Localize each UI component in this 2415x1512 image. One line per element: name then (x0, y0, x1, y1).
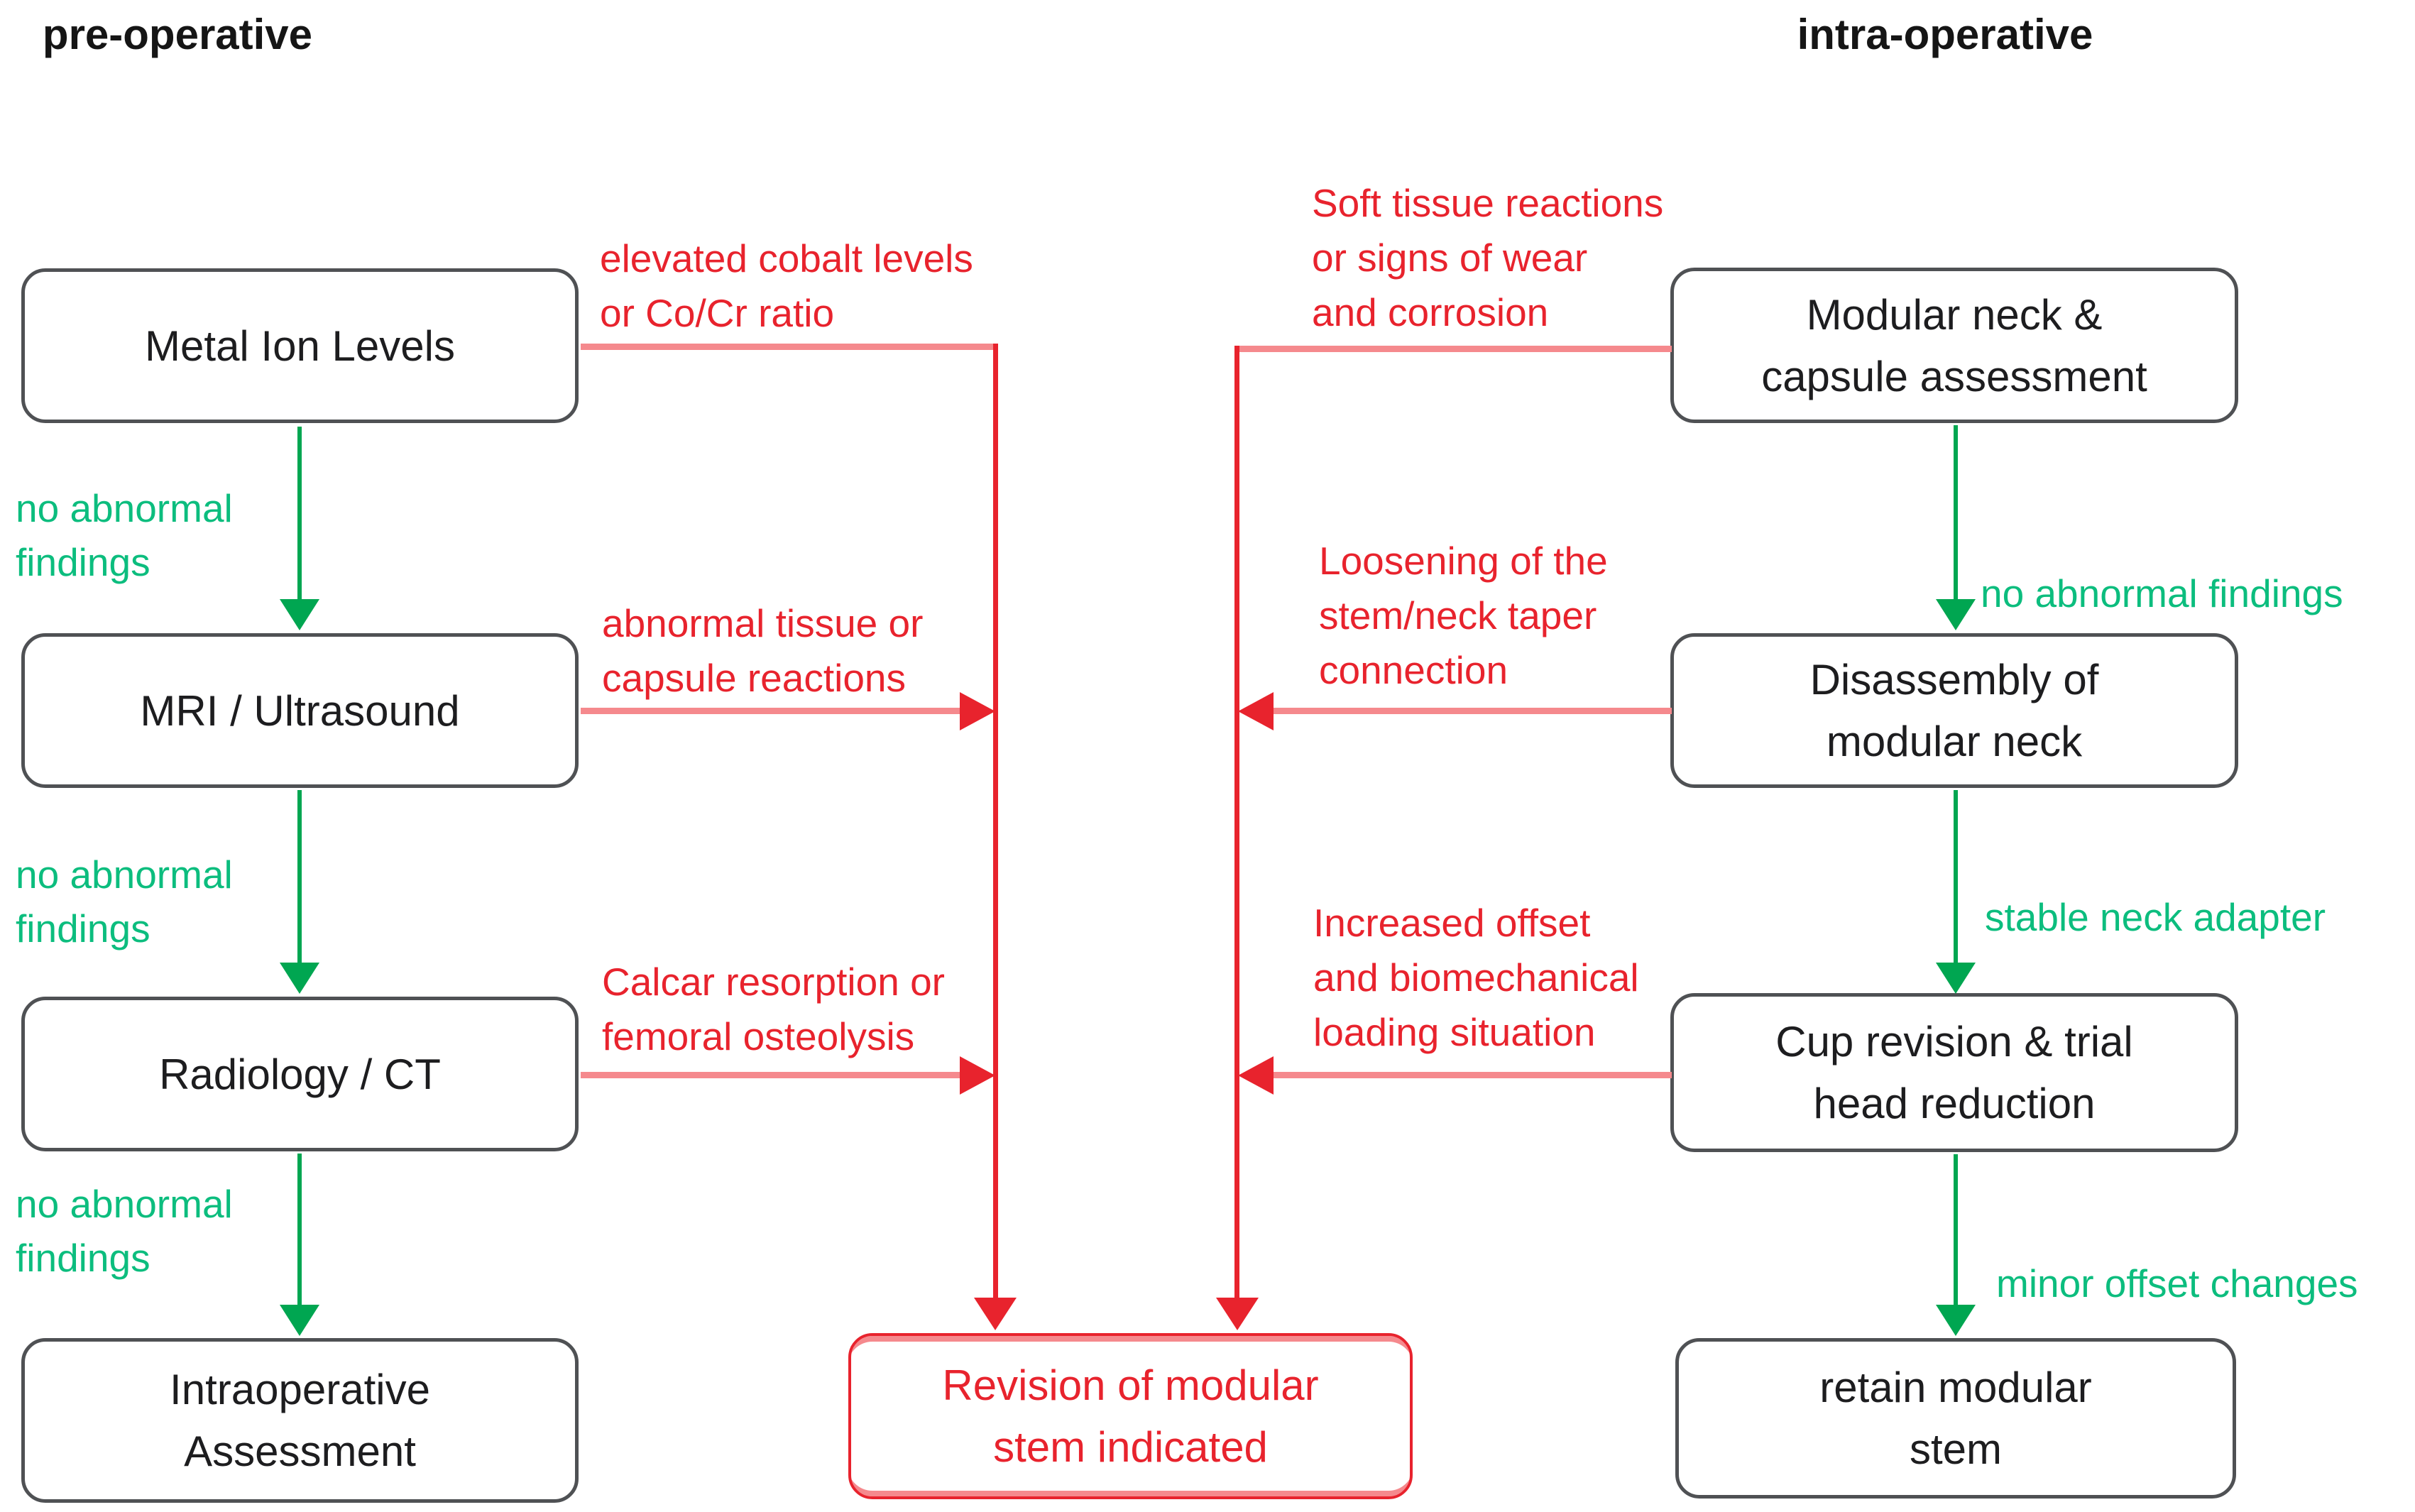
label-line: abnormal tissue or (602, 601, 924, 645)
intra-operative-title: intra-operative (1797, 11, 2093, 58)
node-label: stem indicated (993, 1423, 1268, 1471)
green-arrow-line (297, 427, 302, 601)
red-arrowhead-down-icon (1216, 1298, 1259, 1330)
label-line: capsule reactions (602, 656, 907, 700)
label-line: no abnormal (16, 486, 233, 530)
node-label: modular neck (1826, 718, 2083, 765)
node-label: Assessment (184, 1428, 416, 1475)
red-connector-left-vertical (993, 344, 998, 1299)
node-label: Disassembly of (1809, 656, 2099, 703)
green-arrowhead-down-icon (280, 1305, 319, 1336)
red-connector-modular-neck-horizontal (1237, 346, 1672, 352)
green-arrow-line (297, 790, 302, 964)
label-line: minor offset changes (1996, 1261, 2358, 1305)
node-label: Radiology / CT (159, 1050, 441, 1098)
node-label: capsule assessment (1761, 352, 2147, 400)
green-edge-label-no-abnormal-findings: no abnormal findings (16, 848, 233, 955)
label-line: or Co/Cr ratio (600, 291, 835, 335)
red-arrow-mri-line (581, 708, 961, 714)
label-line: findings (16, 906, 150, 951)
node-label: MRI / Ultrasound (140, 686, 460, 735)
red-connector-metal-ion-horizontal (581, 344, 995, 350)
red-arrowhead-left-icon (1238, 1056, 1274, 1095)
node-revision-of-modular-stem-indicated: Revision of modular stem indicated (848, 1333, 1413, 1499)
label-line: Calcar resorption or (602, 960, 945, 1004)
red-arrow-radiology-line (581, 1072, 961, 1078)
red-edge-label-soft-tissue-reactions: Soft tissue reactions or signs of wear a… (1312, 176, 1663, 340)
green-edge-label-no-abnormal-findings: no abnormal findings (16, 481, 233, 589)
node-label: Modular neck & (1806, 290, 2103, 339)
label-line: no abnormal findings (1981, 571, 2343, 615)
label-line: femoral osteolysis (602, 1014, 915, 1058)
red-edge-label-abnormal-tissue: abnormal tissue or capsule reactions (602, 596, 923, 706)
label-line: or signs of wear (1312, 236, 1588, 280)
node-cup-revision-trial-head-reduction: Cup revision & trial head reduction (1670, 993, 2238, 1152)
label-line: findings (16, 540, 150, 584)
green-arrow-line (1954, 1154, 1958, 1306)
node-retain-modular-stem: retain modular stem (1675, 1338, 2236, 1499)
node-metal-ion-levels: Metal Ion Levels (21, 268, 579, 423)
label-line: connection (1319, 648, 1508, 692)
green-arrow-line (1954, 425, 1958, 601)
label-line: Soft tissue reactions (1312, 181, 1664, 225)
node-label: Cup revision & trial (1775, 1018, 2133, 1065)
red-edge-label-loosening-taper: Loosening of the stem/neck taper connect… (1319, 534, 1608, 698)
node-label: retain modular (1819, 1364, 2092, 1411)
red-edge-label-calcar-resorption: Calcar resorption or femoral osteolysis (602, 955, 945, 1064)
red-arrowhead-right-icon (960, 1056, 995, 1095)
node-disassembly-modular-neck: Disassembly of modular neck (1670, 633, 2238, 788)
node-radiology-ct: Radiology / CT (21, 997, 579, 1151)
green-edge-label-stable-neck-adapter: stable neck adapter (1985, 890, 2326, 944)
label-line: findings (16, 1236, 150, 1280)
red-edge-label-increased-offset: Increased offset and biomechanical loadi… (1313, 896, 1639, 1060)
green-arrow-line (1954, 790, 1958, 964)
node-label: Intraoperative (170, 1366, 430, 1413)
green-arrow-line (297, 1154, 302, 1306)
red-arrowhead-right-icon (960, 692, 995, 730)
label-line: and corrosion (1312, 290, 1549, 334)
green-arrowhead-down-icon (280, 599, 319, 630)
label-line: no abnormal (16, 1182, 233, 1226)
label-line: no abnormal (16, 853, 233, 897)
red-arrow-disassembly-line (1274, 708, 1672, 714)
red-edge-label-elevated-cobalt: elevated cobalt levels or Co/Cr ratio (600, 231, 973, 341)
node-label: head reduction (1813, 1080, 2096, 1127)
green-arrowhead-down-icon (280, 963, 319, 994)
node-mri-ultrasound: MRI / Ultrasound (21, 633, 579, 788)
green-edge-label-no-abnormal-findings: no abnormal findings (1981, 566, 2343, 620)
green-edge-label-no-abnormal-findings: no abnormal findings (16, 1177, 233, 1285)
green-edge-label-minor-offset-changes: minor offset changes (1996, 1256, 2358, 1310)
label-line: stable neck adapter (1985, 895, 2326, 939)
node-intraoperative-assessment: Intraoperative Assessment (21, 1338, 579, 1503)
label-line: Increased offset (1313, 901, 1591, 945)
red-arrowhead-left-icon (1238, 692, 1274, 730)
node-modular-neck-capsule-assessment: Modular neck & capsule assessment (1670, 268, 2238, 423)
green-arrowhead-down-icon (1936, 599, 1976, 630)
pre-operative-title: pre-operative (42, 11, 313, 58)
red-arrowhead-down-icon (974, 1298, 1017, 1330)
label-line: loading situation (1313, 1010, 1596, 1054)
label-line: stem/neck taper (1319, 593, 1597, 637)
node-label: stem (1909, 1425, 2003, 1473)
node-label: Metal Ion Levels (145, 322, 455, 370)
green-arrowhead-down-icon (1936, 963, 1976, 994)
label-line: elevated cobalt levels (600, 236, 973, 280)
label-line: and biomechanical (1313, 955, 1639, 999)
green-arrowhead-down-icon (1936, 1305, 1976, 1336)
node-label: Revision of modular (942, 1362, 1319, 1409)
red-arrow-cup-revision-line (1274, 1072, 1672, 1078)
label-line: Loosening of the (1319, 539, 1608, 583)
red-connector-right-vertical (1234, 346, 1239, 1299)
